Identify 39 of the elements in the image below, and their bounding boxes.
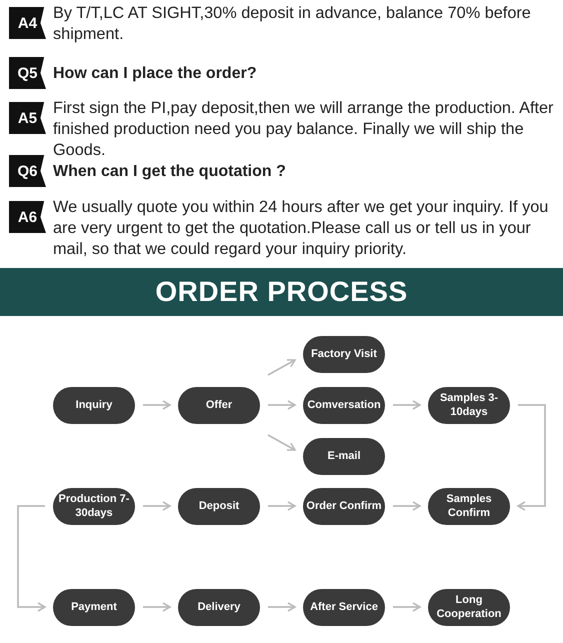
arrow — [393, 501, 421, 511]
arrow — [268, 434, 296, 451]
arrow — [143, 400, 171, 410]
answer-badge: A5 — [9, 102, 46, 134]
arrow — [393, 602, 421, 612]
question-text: How can I place the order? — [53, 64, 258, 84]
arrow — [143, 602, 171, 612]
arrow — [268, 359, 296, 376]
answer-badge: A6 — [9, 201, 46, 233]
arrow — [517, 404, 546, 511]
answer-text: We usually quote you within 24 hours after we get your inquiry. If you are very urgent to get the quotation.Please call us or tell us in your mail, so that we could regard your inquiry priority. — [53, 197, 550, 260]
process-step: Order Confirm — [303, 488, 385, 524]
process-step: Samples 3-10days — [428, 386, 510, 424]
answer-badge: A4 — [9, 7, 46, 39]
question-badge: Q6 — [9, 155, 46, 187]
section-banner — [0, 268, 563, 316]
process-step: Production 7-30days — [53, 488, 135, 524]
process-step: Factory Visit — [303, 336, 385, 372]
arrow — [268, 501, 296, 511]
process-step: Payment — [53, 588, 135, 626]
question-text: When can I get the quotation ? — [53, 162, 287, 182]
process-step: Comversation — [303, 386, 385, 424]
answer-text: First sign the PI,pay deposit,then we will arrange the production. After finished production need you pay balance. Finally we will ship the Goods. — [53, 98, 554, 161]
process-step: Inquiry — [53, 386, 135, 424]
arrow — [17, 505, 46, 612]
banner-heading: ORDER PROCESS — [155, 276, 408, 308]
arrow — [268, 602, 296, 612]
process-step: Offer — [178, 386, 260, 424]
process-step: Delivery — [178, 588, 260, 626]
arrow — [143, 501, 171, 511]
question-badge: Q5 — [9, 57, 46, 89]
process-step: After Service — [303, 588, 385, 626]
process-step: Long Cooperation — [428, 588, 510, 626]
answer-text: By T/T,LC AT SIGHT,30% deposit in advance, balance 70% before shipment. — [53, 3, 532, 45]
process-step: Samples Confirm — [428, 488, 510, 524]
process-step: Deposit — [178, 488, 260, 524]
arrow — [268, 400, 296, 410]
process-step: E-mail — [303, 438, 385, 474]
arrow — [393, 400, 421, 410]
